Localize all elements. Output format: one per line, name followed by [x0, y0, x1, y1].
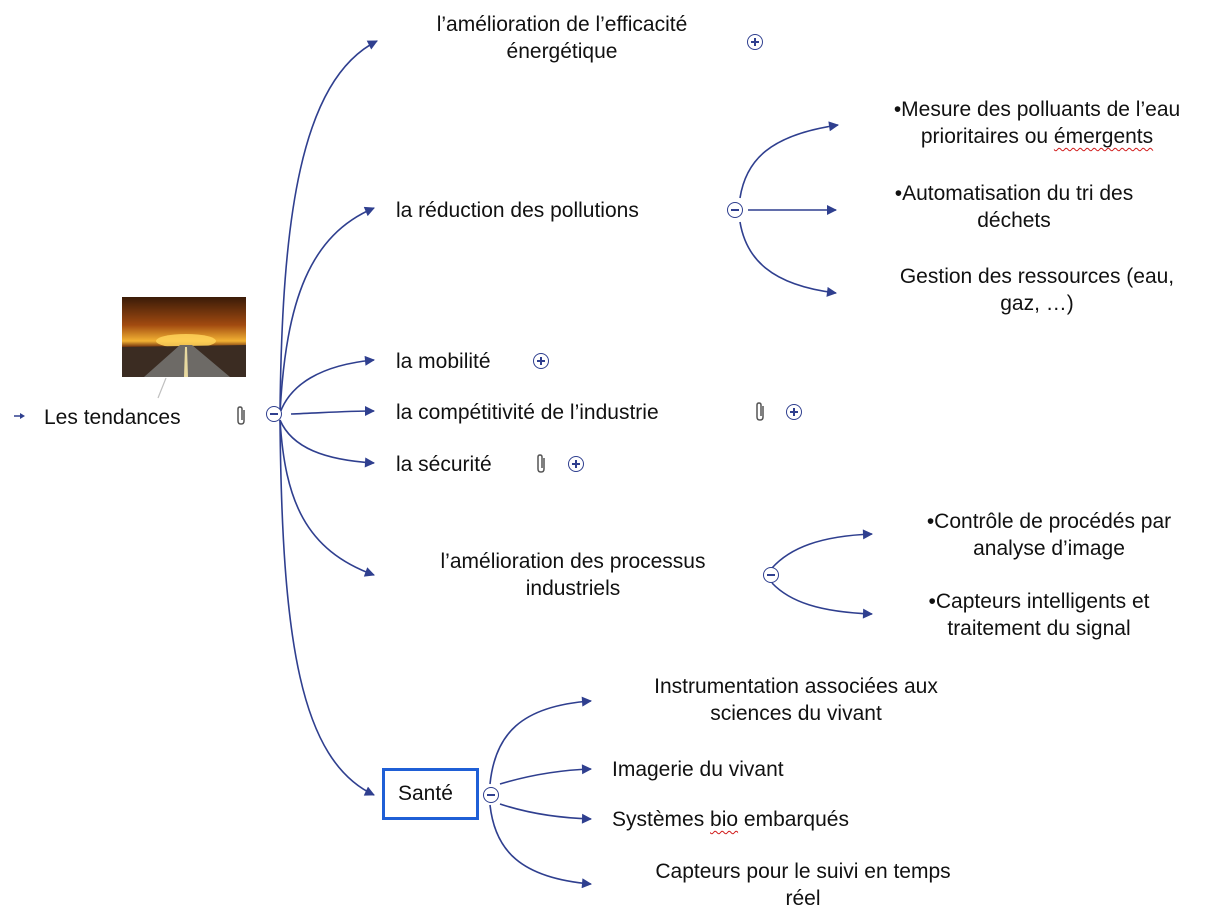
securite-paperclip-icon[interactable] [535, 453, 549, 475]
connector-mobilite [279, 355, 375, 414]
branch-competitivite[interactable]: la compétitivité de l’industrie [396, 399, 659, 426]
pollution-child-gestion[interactable]: Gestion des ressources (eau, gaz, …) [852, 263, 1222, 317]
processus-collapse-minus-icon[interactable] [763, 567, 779, 583]
branch-securite-label: la sécurité [396, 453, 492, 476]
paperclip-icon[interactable] [235, 405, 249, 427]
mobilite-expand-plus-icon[interactable] [533, 353, 549, 369]
branch-mobilite[interactable]: la mobilité [396, 348, 491, 375]
polluants-line1: •Mesure des polluants de l’eau [893, 98, 1181, 121]
sante-collapse-minus-icon[interactable] [483, 787, 499, 803]
branch-efficacite-line1: l’amélioration de l’efficacité [436, 13, 688, 36]
road-sunset-image [122, 297, 246, 377]
connector-capteurs-suivi [489, 804, 592, 889]
connector-sante [279, 419, 375, 796]
pollution-child-automatisation[interactable]: •Automatisation du tri des déchets [852, 180, 1176, 234]
branch-competitivite-label: la compétitivité de l’industrie [396, 401, 659, 424]
connector-controle [771, 529, 873, 569]
sante-child-systemes[interactable]: Systèmes bio embarqués [612, 806, 849, 833]
controle-line1: •Contrôle de procédés par [926, 510, 1172, 533]
automatisation-line2: déchets [977, 209, 1051, 232]
branch-processus[interactable]: l’amélioration des processus industriels [392, 548, 754, 602]
sante-child-imagerie[interactable]: Imagerie du vivant [612, 756, 784, 783]
branch-securite[interactable]: la sécurité [396, 451, 492, 478]
systemes-line1b: bio [710, 808, 739, 831]
pollutions-collapse-minus-icon[interactable] [727, 202, 743, 218]
branch-pollutions[interactable]: la réduction des pollutions [396, 197, 639, 224]
connector-instrumentation [489, 696, 592, 785]
sante-child-capteurs-suivi[interactable]: Capteurs pour le suivi en temps réel [606, 858, 1000, 912]
capteurs-line2: traitement du signal [947, 617, 1131, 640]
gestion-line2: gaz, …) [1000, 292, 1074, 315]
competitivite-paperclip-icon[interactable] [754, 401, 768, 423]
branch-processus-line1: l’amélioration des processus [440, 550, 706, 573]
automatisation-line1: •Automatisation du tri des [894, 182, 1134, 205]
connector-processus [279, 419, 375, 577]
polluants-line2b: émergents [1053, 125, 1154, 148]
sante-child-instrumentation[interactable]: Instrumentation associées aux sciences d… [606, 673, 986, 727]
competitivite-expand-plus-icon[interactable] [786, 404, 802, 420]
connector-competitivite [290, 406, 375, 417]
image-link-line [157, 377, 167, 399]
capteurs-suivi-line1: Capteurs pour le suivi en temps [655, 860, 951, 883]
gestion-line1: Gestion des ressources (eau, [899, 265, 1175, 288]
root-topic-label: Les tendances [44, 406, 181, 429]
connector-securite [279, 419, 375, 468]
connector-polluants [739, 121, 839, 199]
systemes-line1a: Systèmes [612, 808, 711, 831]
connector-gestion [739, 221, 837, 297]
branch-mobilite-label: la mobilité [396, 350, 491, 373]
branch-processus-line2: industriels [525, 577, 621, 600]
efficacite-expand-plus-icon[interactable] [747, 34, 763, 50]
connector-capteurs [771, 582, 873, 619]
instrumentation-line1: Instrumentation associées aux [654, 675, 938, 698]
processus-child-controle[interactable]: •Contrôle de procédés par analyse d’imag… [888, 508, 1210, 562]
branch-efficacite-line2: énergétique [506, 40, 618, 63]
systemes-line1c: embarqués [738, 808, 849, 831]
capteurs-line1: •Capteurs intelligents et [928, 590, 1150, 613]
processus-child-capteurs[interactable]: •Capteurs intelligents et traitement du … [888, 588, 1190, 642]
polluants-line2a: prioritaires ou [920, 125, 1054, 148]
branch-sante-label: Santé [398, 782, 453, 805]
connector-pollutions [279, 206, 375, 414]
controle-line2: analyse d’image [973, 537, 1125, 560]
pollution-child-polluants[interactable]: •Mesure des polluants de l’eau prioritai… [852, 96, 1222, 150]
imagerie-line1: Imagerie du vivant [612, 758, 784, 781]
branch-pollutions-label: la réduction des pollutions [396, 199, 639, 222]
root-topic[interactable]: Les tendances [44, 404, 181, 431]
instrumentation-line2: sciences du vivant [710, 702, 882, 725]
root-collapse-minus-icon[interactable] [266, 406, 282, 422]
capteurs-suivi-line2: réel [785, 887, 821, 910]
connector-efficacite [279, 40, 378, 414]
securite-expand-plus-icon[interactable] [568, 456, 584, 472]
branch-efficacite[interactable]: l’amélioration de l’efficacité énergétiq… [392, 11, 732, 65]
connector-systemes [499, 803, 592, 824]
connector-imagerie [499, 764, 592, 785]
branch-sante[interactable]: Santé [382, 768, 479, 820]
